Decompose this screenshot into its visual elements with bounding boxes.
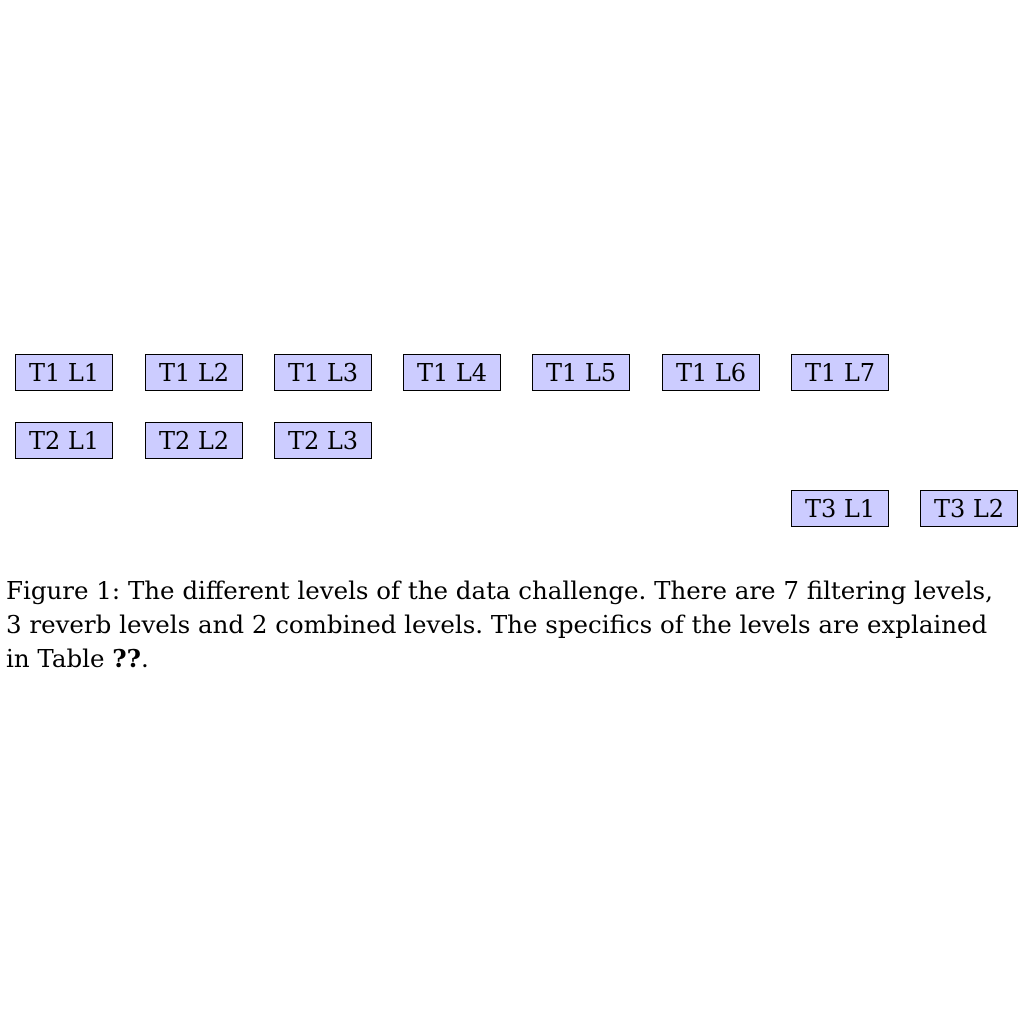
caption-text: The different levels of the data challen… xyxy=(6,576,993,673)
level-box-t1-l7: T1 L7 xyxy=(791,354,889,391)
level-box-t1-l5: T1 L5 xyxy=(532,354,630,391)
level-box-t1-l2: T1 L2 xyxy=(145,354,243,391)
level-box-t1-l4: T1 L4 xyxy=(403,354,501,391)
caption-end: . xyxy=(140,644,149,673)
level-box-t3-l2: T3 L2 xyxy=(920,490,1018,527)
caption-label: Figure 1: xyxy=(6,576,121,605)
level-box-t2-l3: T2 L3 xyxy=(274,422,372,459)
level-box-t2-l2: T2 L2 xyxy=(145,422,243,459)
level-box-t3-l1: T3 L1 xyxy=(791,490,889,527)
figure-caption: Figure 1: The different levels of the da… xyxy=(6,574,996,676)
level-box-t1-l6: T1 L6 xyxy=(662,354,760,391)
level-box-t1-l3: T1 L3 xyxy=(274,354,372,391)
level-box-t1-l1: T1 L1 xyxy=(15,354,113,391)
level-box-t2-l1: T2 L1 xyxy=(15,422,113,459)
table-reference: ?? xyxy=(112,644,141,673)
